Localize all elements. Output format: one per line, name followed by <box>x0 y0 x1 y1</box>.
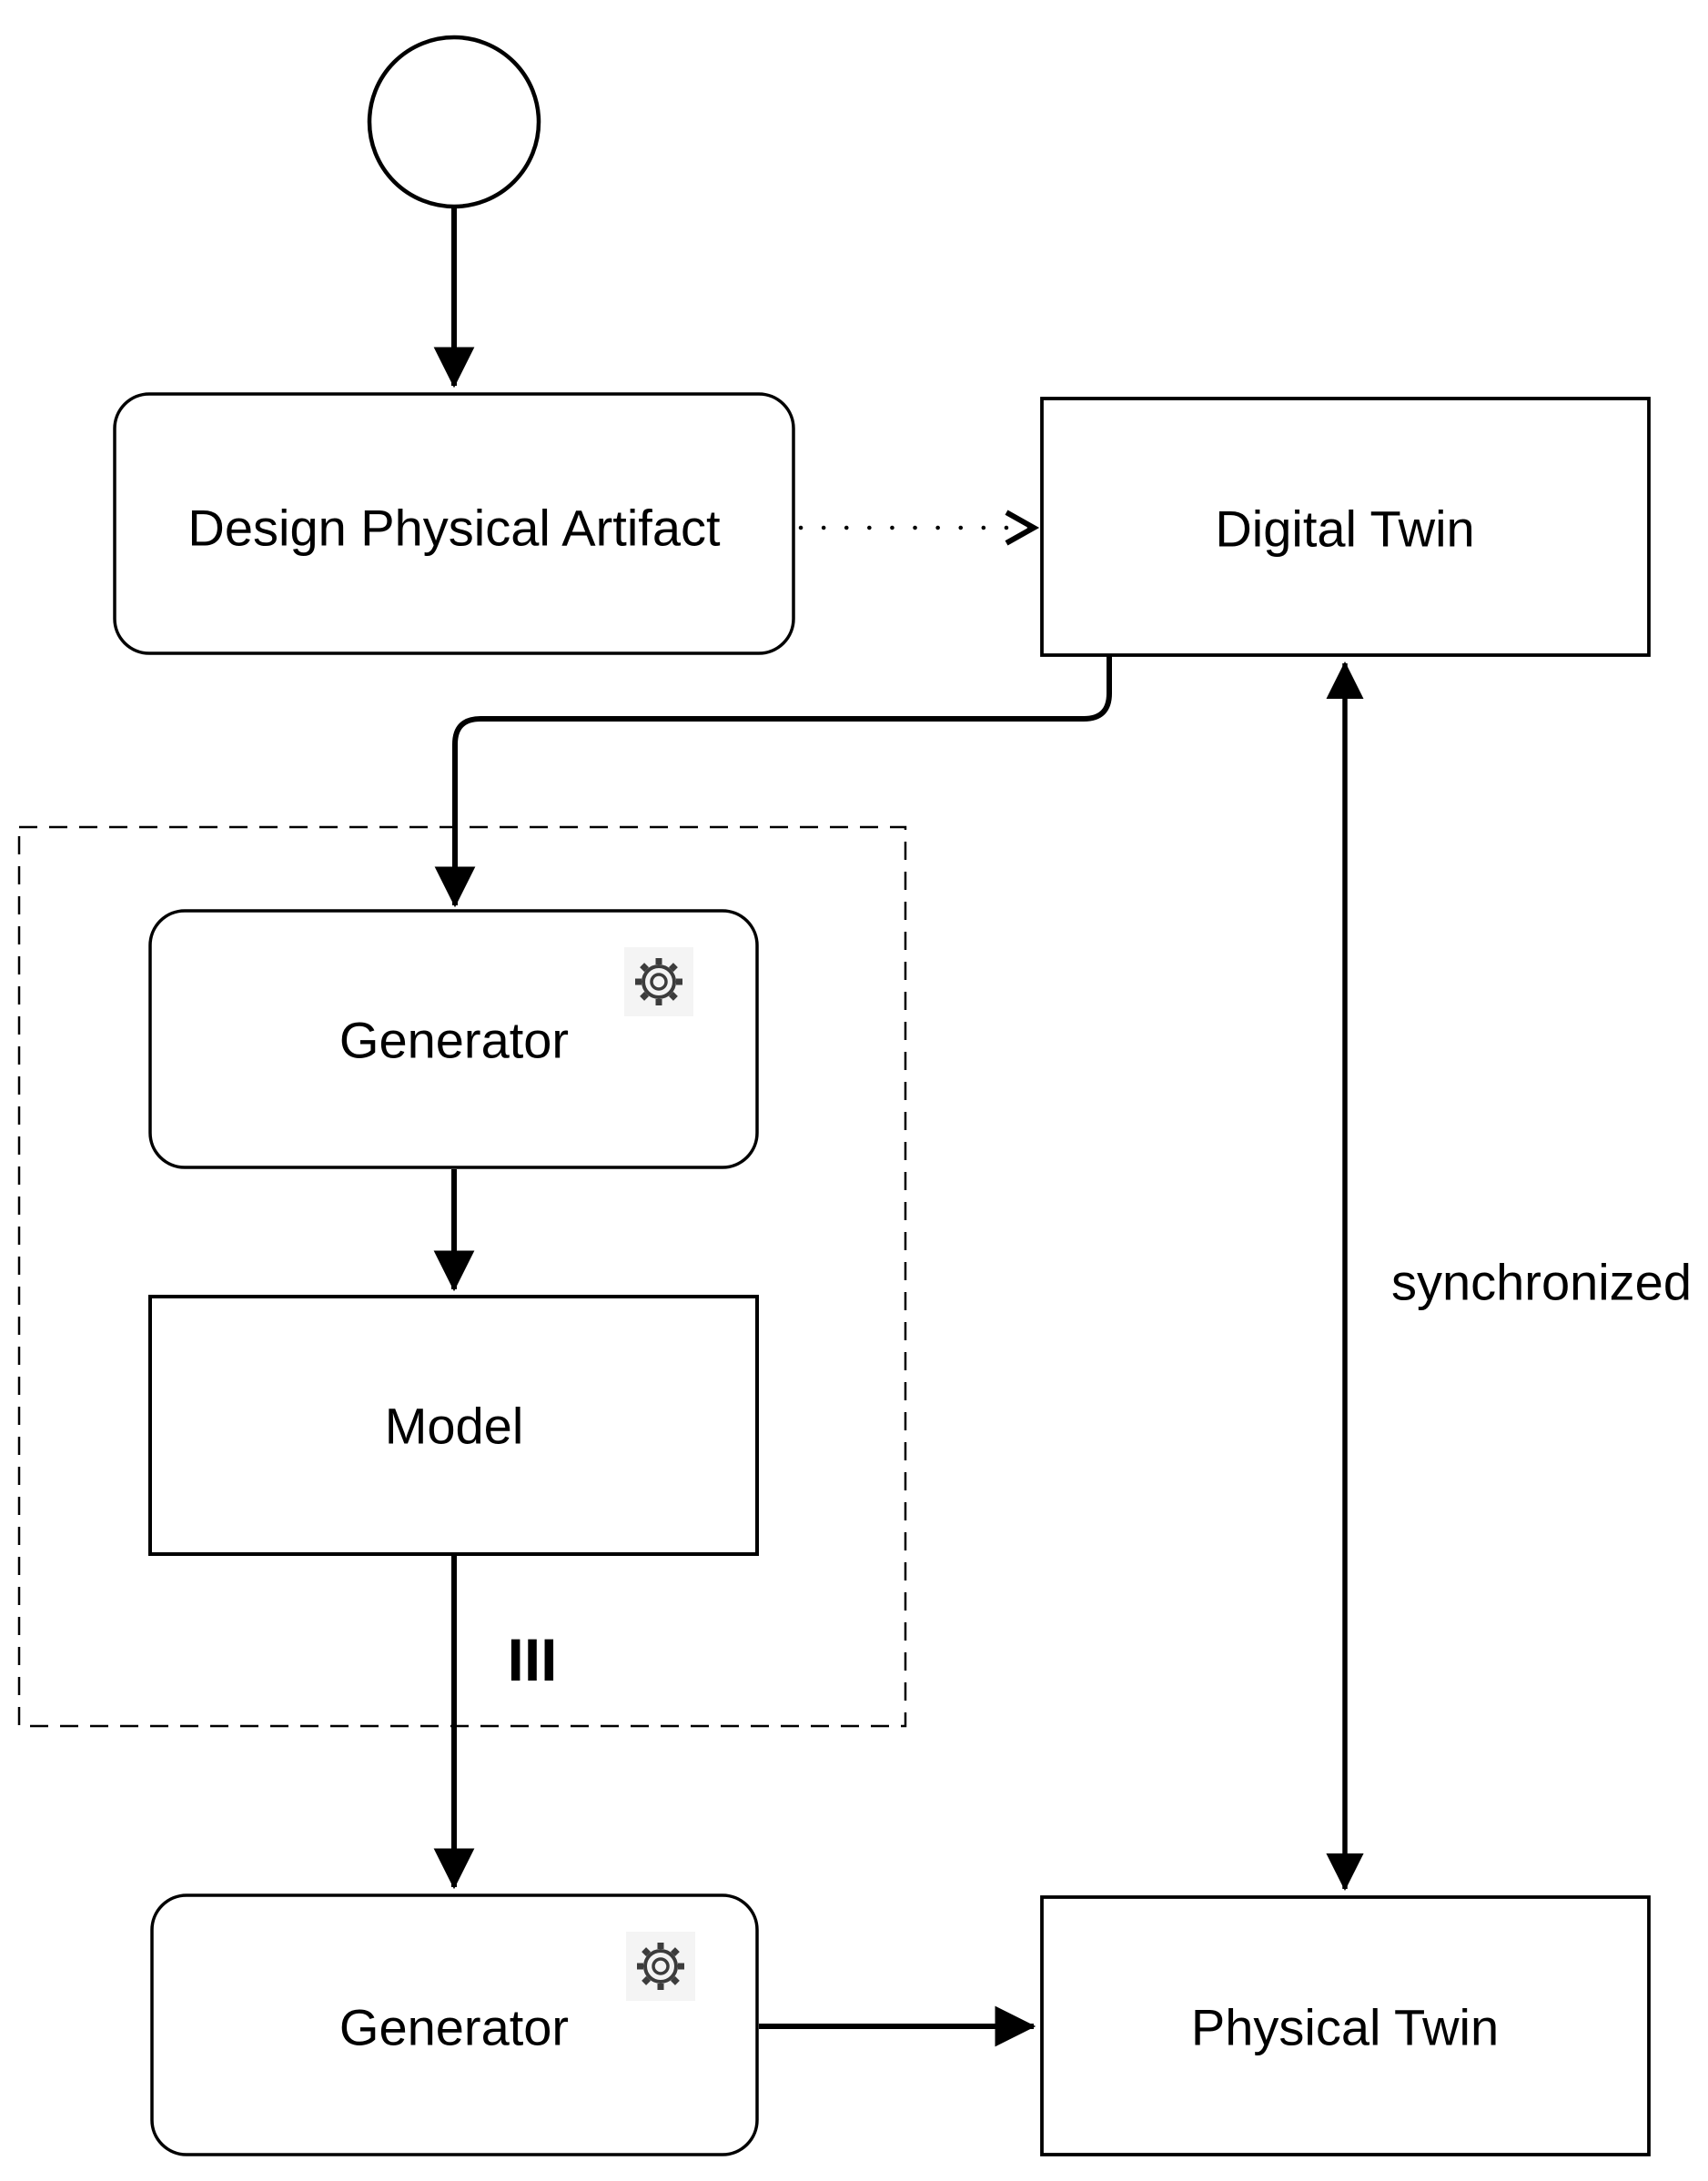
multi-instance-marker: III <box>507 1626 557 1693</box>
flow-digital-twin-to-generator <box>434 656 1112 908</box>
dashed-subprocess-container <box>17 825 907 1728</box>
design-physical-artifact-label: Design Physical Artifact <box>187 500 721 557</box>
gear-icon <box>624 947 693 1016</box>
node-design-physical-artifact <box>113 392 795 655</box>
generator-bottom-label: Generator <box>339 1999 569 2056</box>
node-physical-twin <box>1040 1895 1651 2156</box>
node-generator-bottom <box>150 1893 759 2156</box>
generator-top-label: Generator <box>339 1012 569 1069</box>
physical-twin-label: Physical Twin <box>1191 1999 1499 2056</box>
node-generator-top <box>148 909 759 1169</box>
node-digital-twin <box>1040 397 1651 657</box>
start-event-circle <box>367 35 541 209</box>
node-model <box>148 1295 759 1556</box>
gear-icon <box>626 1932 695 2001</box>
digital-twin-label: Digital Twin <box>1215 500 1474 558</box>
model-label: Model <box>385 1398 524 1455</box>
synchronized-label: synchronized <box>1391 1254 1692 1311</box>
